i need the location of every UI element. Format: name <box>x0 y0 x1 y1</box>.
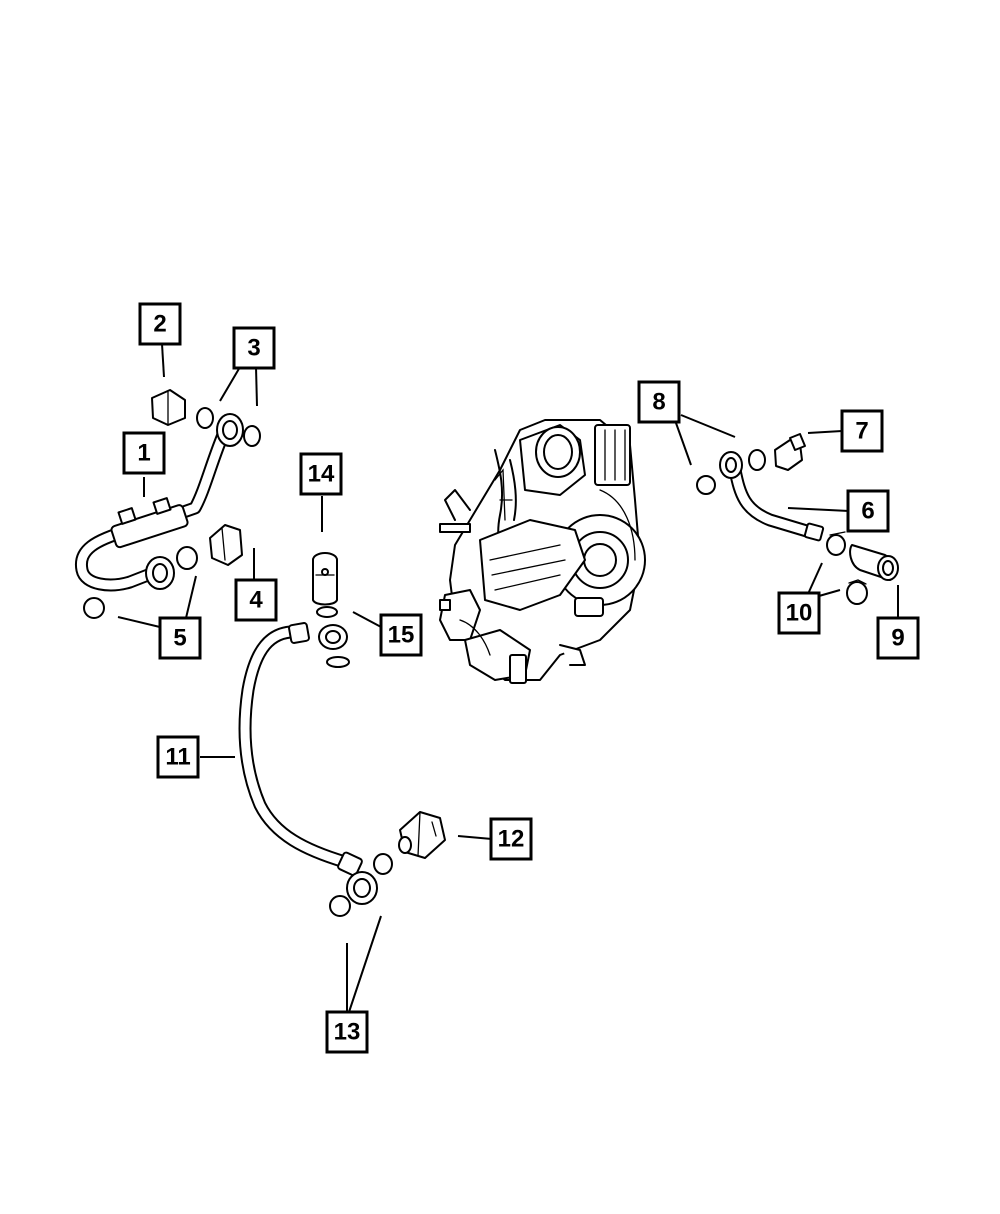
callout-11: 11 <box>156 735 200 779</box>
callout-15: 15 <box>379 613 423 657</box>
sealing-washers-8 <box>696 449 766 495</box>
oil-drain-tube <box>238 622 378 905</box>
callout-label: 9 <box>891 625 904 652</box>
hose-9 <box>849 544 899 581</box>
callout-label: 8 <box>652 389 665 416</box>
sealing-washers-13 <box>329 853 393 917</box>
oil-feed-tube <box>74 413 244 592</box>
callout-4: 4 <box>234 578 278 622</box>
callout-14: 14 <box>299 452 343 496</box>
callout-5: 5 <box>158 616 202 660</box>
callout-label: 13 <box>334 1019 361 1046</box>
sealing-washers-15 <box>316 606 350 668</box>
callout-6: 6 <box>846 489 890 533</box>
callout-label: 15 <box>388 622 415 649</box>
callout-label: 12 <box>498 826 525 853</box>
callout-9: 9 <box>876 616 920 660</box>
callout-3: 3 <box>232 326 276 370</box>
callout-7: 7 <box>840 409 884 453</box>
callout-label: 2 <box>153 311 166 338</box>
banjo-bolt-12 <box>398 811 446 859</box>
leader-lines <box>117 343 899 1013</box>
oil-return-tube <box>719 451 825 542</box>
callout-label: 5 <box>173 625 186 652</box>
callout-10: 10 <box>777 591 821 635</box>
callout-label: 14 <box>308 461 335 488</box>
sealing-washers-5 <box>83 546 198 619</box>
callout-label: 1 <box>137 440 150 467</box>
turbocharger-illustration <box>439 419 646 684</box>
hose-clamp-10 <box>826 531 868 605</box>
banjo-bolt-4 <box>209 524 243 566</box>
callout-label: 6 <box>861 498 874 525</box>
callout-label: 7 <box>855 418 868 445</box>
callout-label: 3 <box>247 335 260 362</box>
callout-8: 8 <box>637 380 681 424</box>
callout-12: 12 <box>489 817 533 861</box>
callout-label: 4 <box>249 587 263 614</box>
banjo-bolt-14 <box>312 552 338 606</box>
callout-2: 2 <box>138 302 182 346</box>
callout-1: 1 <box>122 431 166 475</box>
banjo-bolt-7 <box>774 433 806 471</box>
sealing-washers-3 <box>196 407 261 447</box>
callout-13: 13 <box>325 1010 369 1054</box>
banjo-bolt-2 <box>151 389 186 426</box>
callout-label: 10 <box>786 600 813 627</box>
callout-label: 11 <box>165 744 190 771</box>
